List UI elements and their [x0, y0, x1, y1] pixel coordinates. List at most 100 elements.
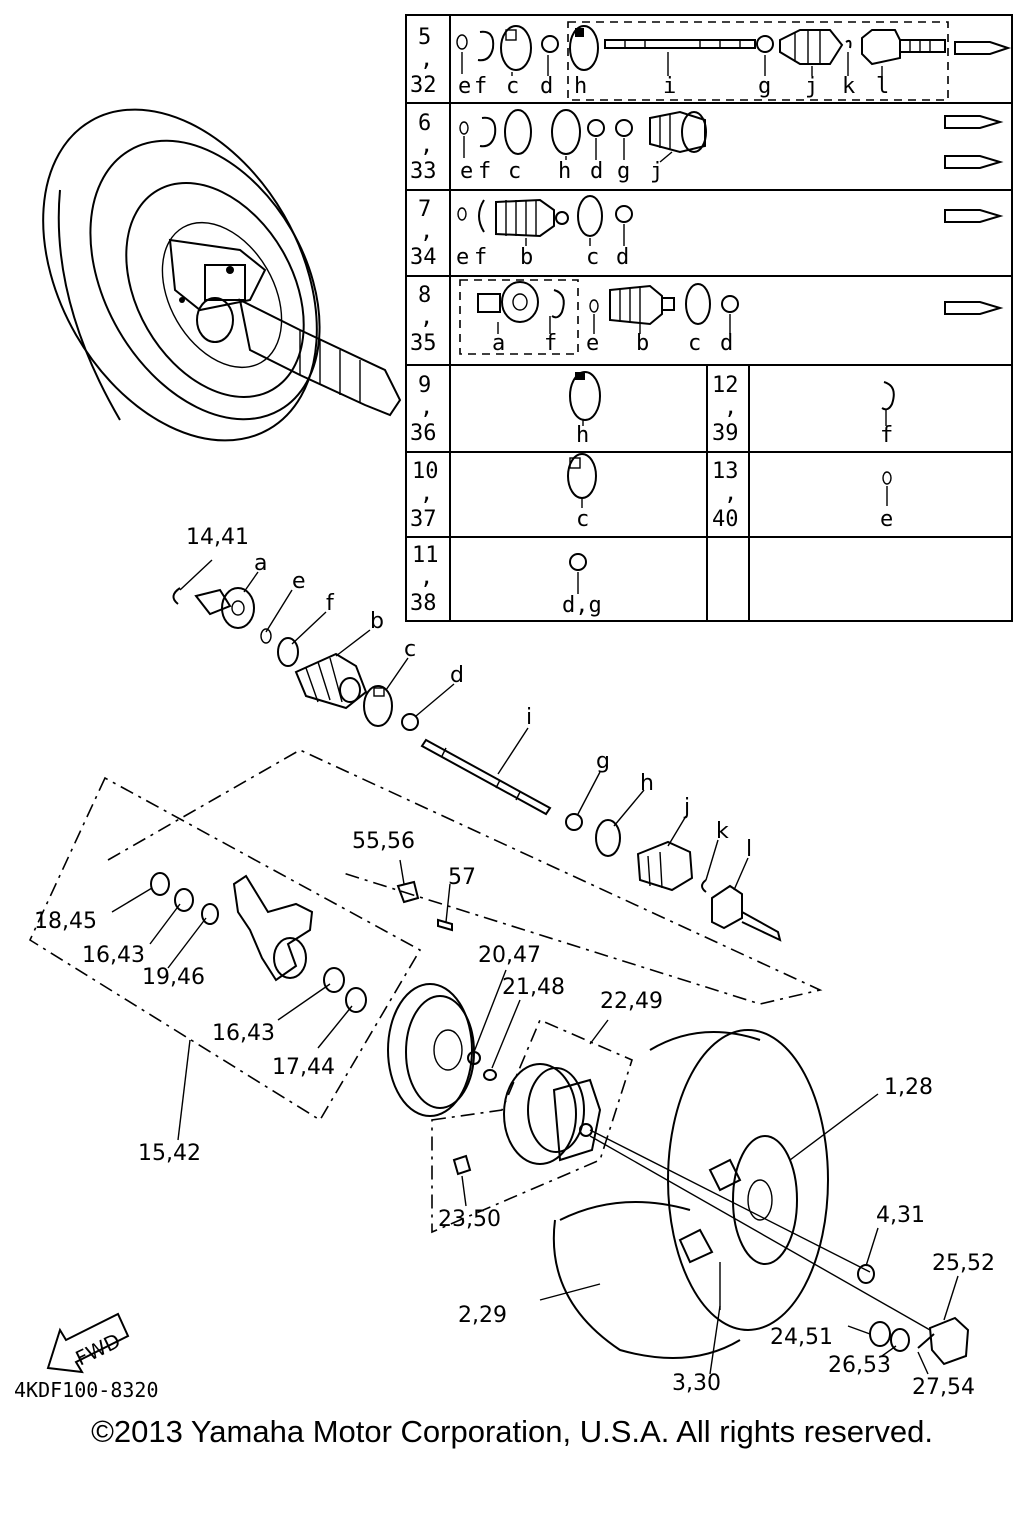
table-row-4-ref-sep: ,	[420, 305, 433, 330]
table-row-5-right-ref-bottom: 39	[712, 421, 739, 446]
table-row-6-part-e	[882, 471, 892, 485]
table-row-4-ref-top: 8	[418, 283, 431, 308]
callout-k: k	[716, 819, 729, 844]
table-row-1-ref-bottom: 32	[410, 73, 437, 98]
svg-text:c: c	[586, 245, 599, 270]
svg-text:d: d	[540, 74, 553, 99]
svg-text:c: c	[688, 331, 701, 356]
table-row-5-right-letter: f	[880, 423, 893, 448]
drive-shaft-exploded	[172, 587, 782, 942]
table-row-1-ref-top: 5	[418, 25, 431, 50]
callout-25-52: 25,52	[932, 1251, 995, 1276]
callout-3-30: 3,30	[672, 1371, 721, 1396]
wheel-hub	[431, 1018, 931, 1331]
callout-1-28: 1,28	[884, 1075, 933, 1100]
callout-22-49: 22,49	[600, 989, 663, 1014]
table-row-5-right-ref-sep: ,	[724, 395, 737, 420]
svg-text:e: e	[460, 159, 473, 184]
callout-a: a	[254, 551, 267, 576]
callout-g: g	[596, 749, 610, 774]
table-row-6-left-letter: c	[576, 507, 589, 532]
svg-text:l: l	[876, 74, 889, 99]
copyright-notice: ©2013 Yamaha Motor Corporation, U.S.A. A…	[91, 1414, 933, 1449]
table-row-6-left-ref-bottom: 37	[410, 507, 437, 532]
svg-text:b: b	[636, 331, 649, 356]
callout-d: d	[450, 663, 464, 688]
callout-17-44: 17,44	[272, 1055, 335, 1080]
callout-leaders	[111, 559, 959, 1375]
table-row-4-ref-bottom: 35	[410, 331, 437, 356]
svg-text:b: b	[520, 245, 533, 270]
parts-table: 5 , 32 6 , 33 7 , 34 8 , 35 9 , 36 12 , …	[405, 14, 1013, 622]
callout-b: b	[370, 609, 384, 634]
svg-text:d: d	[720, 331, 733, 356]
table-row-4-letters: a f e b c d	[492, 314, 733, 356]
svg-text:g: g	[617, 159, 630, 184]
svg-text:f: f	[544, 331, 557, 356]
table-row-1-parts	[456, 25, 1012, 71]
callout-16-43-upper: 16,43	[82, 943, 145, 968]
callout-20-47: 20,47	[478, 943, 541, 968]
svg-text:a: a	[492, 331, 505, 356]
callout-i: i	[526, 705, 532, 730]
callout-27-54: 27,54	[912, 1375, 975, 1400]
svg-text:h: h	[574, 74, 587, 99]
knuckle-assembly	[28, 749, 823, 1122]
table-row-5-part-f	[881, 381, 895, 411]
callout-h: h	[640, 771, 654, 796]
svg-text:f: f	[474, 74, 487, 99]
svg-text:f: f	[478, 159, 491, 184]
table-row-6-right-letter: e	[880, 507, 893, 532]
callout-f: f	[326, 591, 335, 616]
callout-23-50: 23,50	[438, 1207, 501, 1232]
callout-4-31: 4,31	[876, 1203, 925, 1228]
fwd-arrow-icon: FWD	[46, 1312, 130, 1374]
parts-diagram: 5 , 32 6 , 33 7 , 34 8 , 35 9 , 36 12 , …	[28, 14, 1013, 1400]
svg-text:f: f	[474, 245, 487, 270]
table-row-4-parts	[477, 281, 1004, 326]
callout-16-43-lower: 16,43	[212, 1021, 275, 1046]
table-row-5-left-ref-bottom: 36	[410, 421, 437, 446]
table-row-7-left-ref-bottom: 38	[410, 591, 437, 616]
fwd-label: FWD	[72, 1328, 124, 1370]
table-row-3-parts	[457, 195, 1004, 238]
callout-55-56: 55,56	[352, 829, 415, 854]
svg-text:h: h	[558, 159, 571, 184]
svg-text:c: c	[506, 74, 519, 99]
table-row-2-ref-top: 6	[418, 111, 431, 136]
table-row-7-left-letter: d,g	[562, 593, 602, 618]
table-row-2-letters: e f c h d g j	[460, 136, 673, 184]
svg-text:j: j	[805, 74, 818, 99]
svg-text:e: e	[586, 331, 599, 356]
table-row-6-left-ref-top: 10	[412, 459, 439, 484]
table-row-7-left-ref-top: 11	[412, 543, 439, 568]
table-row-6-right-ref-bottom: 40	[712, 507, 739, 532]
callout-15-42: 15,42	[138, 1141, 201, 1166]
table-row-6-right-ref-top: 13	[712, 459, 739, 484]
table-row-1-ref-sep: ,	[420, 47, 433, 72]
callout-21-48: 21,48	[502, 975, 565, 1000]
tire-and-rim	[552, 1029, 829, 1359]
callout-57: 57	[448, 865, 476, 890]
callout-18-45: 18,45	[34, 909, 97, 934]
callout-c: c	[404, 637, 416, 662]
callout-14-41: 14,41	[186, 525, 249, 550]
drawing-code: 4KDF100-8320	[14, 1378, 159, 1402]
svg-text:i: i	[663, 74, 676, 99]
table-row-2-ref-sep: ,	[420, 133, 433, 158]
table-row-1-letters: e f c d h i g j k l	[458, 52, 889, 99]
axle-nut-parts	[857, 1264, 970, 1366]
table-row-6-right-ref-sep: ,	[724, 481, 737, 506]
svg-text:e: e	[456, 245, 469, 270]
table-row-2-ref-bottom: 33	[410, 159, 437, 184]
table-row-6-left-ref-sep: ,	[420, 481, 433, 506]
callout-2-29: 2,29	[458, 1303, 507, 1328]
svg-text:d: d	[590, 159, 603, 184]
callout-24-51: 24,51	[770, 1325, 833, 1350]
table-row-3-ref-top: 7	[418, 197, 431, 222]
table-row-6-part-c	[567, 453, 597, 499]
callout-19-46: 19,46	[142, 965, 205, 990]
callout-e: e	[292, 569, 306, 594]
assembled-wheel-illustration	[42, 108, 402, 442]
svg-text:c: c	[508, 159, 521, 184]
